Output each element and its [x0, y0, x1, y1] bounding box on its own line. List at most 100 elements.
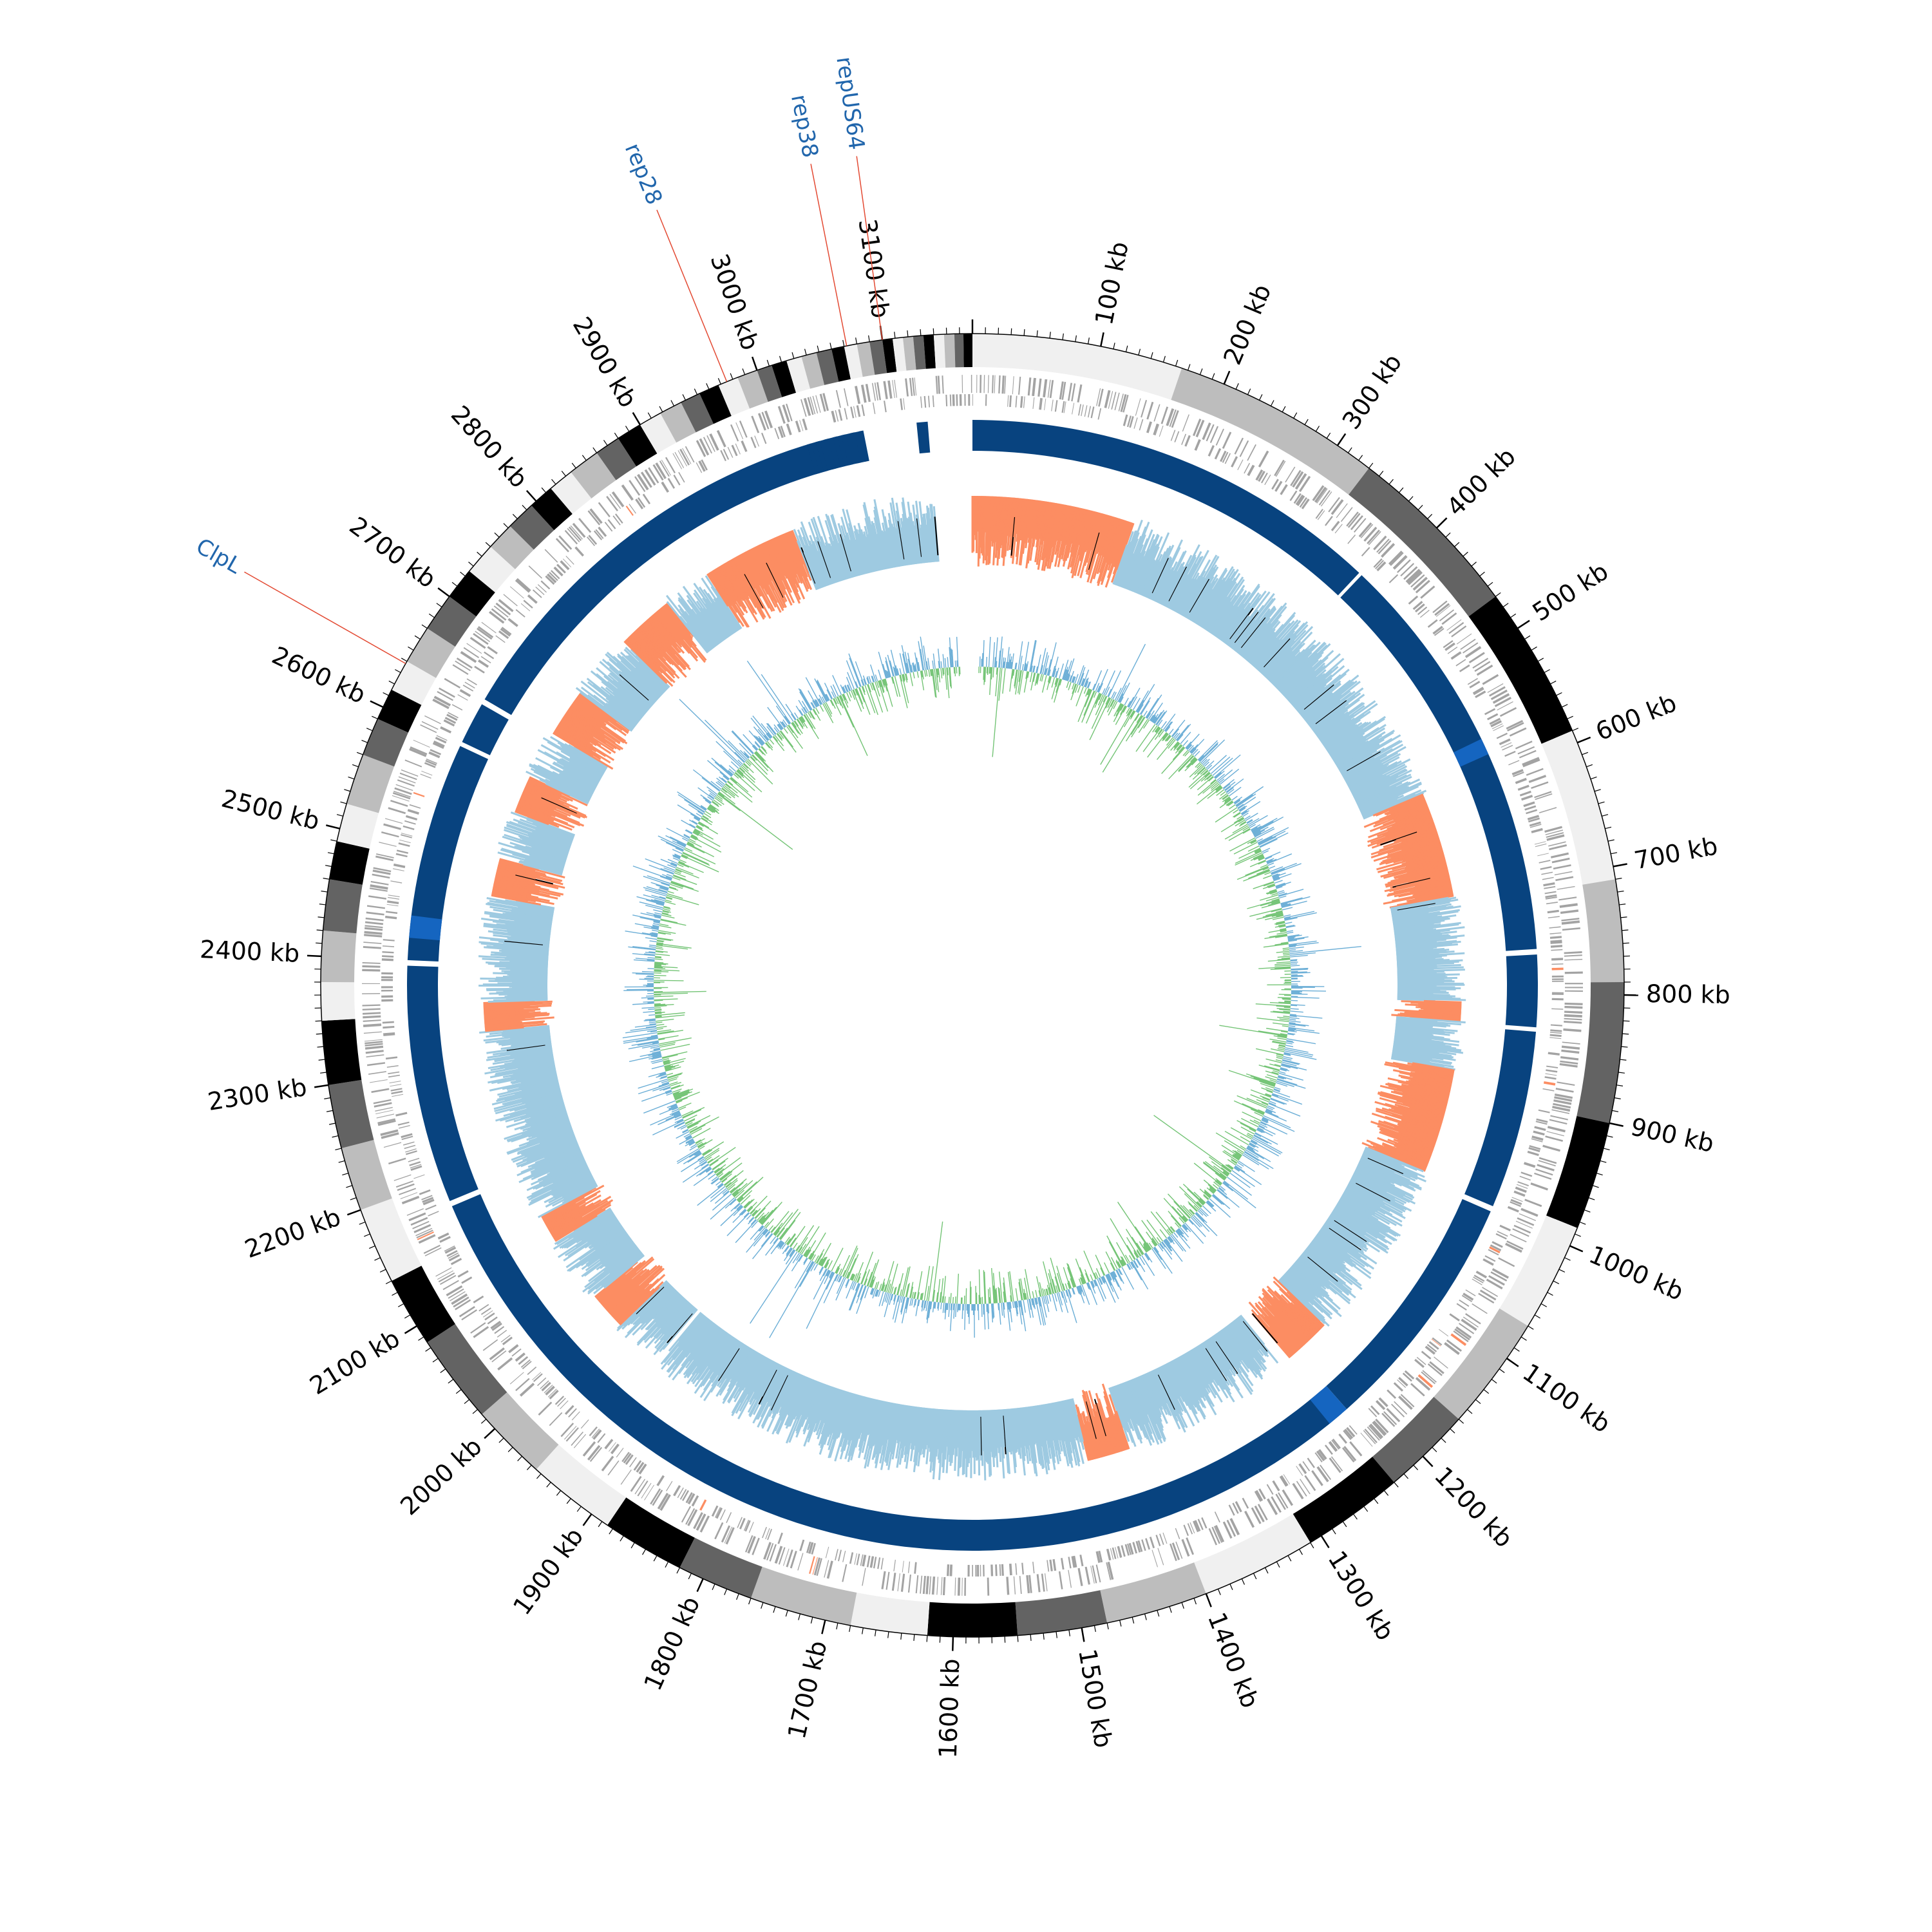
skew-bar-pos	[1289, 1018, 1296, 1021]
coverage-bar-pos	[1294, 1262, 1327, 1290]
coverage-bar-pos	[1352, 769, 1408, 798]
coverage-bar-pos	[522, 1153, 583, 1180]
coverage-bar-neg	[549, 1204, 595, 1233]
coverage-mark	[1307, 1256, 1338, 1282]
gene-feature	[1220, 450, 1227, 462]
gene-feature	[1486, 713, 1499, 721]
coverage-bar-pos	[1303, 1251, 1352, 1291]
coverage-bar-pos	[635, 655, 670, 689]
coverage-bar-neg	[1379, 830, 1437, 852]
gene-feature	[1535, 843, 1547, 848]
coverage-bar-pos	[825, 513, 848, 580]
gene-feature	[1222, 451, 1229, 463]
coverage-bar-pos	[1139, 1375, 1164, 1428]
contig-segment	[1349, 468, 1496, 617]
coverage-bar-pos	[1396, 1017, 1438, 1023]
coverage-bar-neg	[635, 629, 667, 662]
coverage-bar-neg	[483, 1008, 524, 1012]
coverage-bar-neg	[632, 632, 674, 676]
coverage-bar-neg	[1001, 497, 1007, 545]
coverage-bar-pos	[507, 1079, 558, 1093]
skew-bar-neg	[1228, 1070, 1276, 1086]
gene-feature	[1526, 809, 1538, 815]
coverage-bar-pos	[828, 536, 845, 581]
coverage-bar-pos	[605, 697, 639, 724]
gene-feature	[1197, 1519, 1204, 1530]
coverage-bar-neg	[1272, 1296, 1313, 1338]
coverage-bar-pos	[1358, 1161, 1410, 1186]
skew-bar-pos	[1239, 808, 1246, 812]
skew-bar-neg	[1094, 693, 1102, 708]
coverage-bar-pos	[923, 513, 931, 563]
coverage-bar-neg	[1040, 501, 1049, 545]
coverage-bar-neg	[1046, 503, 1061, 569]
coverage-bar-pos	[1267, 643, 1303, 681]
coverage-bar-pos	[1397, 980, 1455, 983]
coverage-bar-pos	[1359, 1159, 1420, 1188]
gene-feature	[1095, 1551, 1101, 1563]
coverage-bar-pos	[504, 958, 549, 963]
skew-bar-pos	[1289, 949, 1296, 951]
coverage-bar-pos	[1245, 627, 1274, 661]
coverage-bar-pos	[1323, 1223, 1359, 1247]
coverage-bar-pos	[537, 749, 600, 784]
coverage-bar-pos	[489, 1064, 555, 1079]
coverage-bar-neg	[484, 1021, 523, 1027]
coverage-bar-pos	[506, 1044, 552, 1053]
skew-bar-neg	[1258, 856, 1264, 860]
coverage-bar-pos	[1131, 549, 1151, 592]
coverage-bar-pos	[1300, 1255, 1350, 1296]
gene-feature	[682, 1490, 689, 1501]
gene-feature	[495, 635, 506, 643]
gene-feature	[435, 1267, 452, 1277]
skew-bar-pos	[1128, 687, 1141, 708]
minor-tick	[1600, 1160, 1607, 1163]
skew-bar-pos	[1289, 1020, 1301, 1023]
minor-tick	[1592, 1185, 1599, 1188]
coverage-bar-pos	[1340, 1196, 1373, 1217]
coverage-bar-neg	[1001, 497, 1007, 558]
coverage-bar-pos	[518, 835, 569, 853]
skew-bar-neg	[1259, 1081, 1275, 1087]
coverage-bar-neg	[1393, 1139, 1433, 1155]
coverage-bar-neg	[1401, 829, 1437, 844]
contig-segment	[346, 754, 395, 813]
coverage-bar-neg	[783, 533, 804, 577]
gene-feature	[1095, 1564, 1101, 1583]
mapped-block	[407, 965, 478, 1201]
coverage-bar-pos	[1397, 994, 1455, 998]
minor-tick	[1606, 1135, 1613, 1138]
gene-feature	[491, 608, 507, 621]
minor-tick	[1075, 335, 1077, 342]
skew-bar-pos	[1236, 793, 1256, 808]
minor-tick	[366, 728, 373, 732]
contig-segment	[954, 334, 964, 368]
gene-feature	[424, 1247, 442, 1256]
skew-bar-pos	[1063, 667, 1068, 681]
gene-feature	[362, 1012, 381, 1015]
gene-feature	[1314, 486, 1327, 503]
coverage-bar-pos	[1396, 1020, 1451, 1027]
gene-feature	[489, 1347, 505, 1361]
coverage-bar-pos	[1280, 651, 1324, 694]
coverage-bar-neg	[521, 794, 571, 817]
coverage-bar-pos	[803, 1384, 828, 1447]
gene-feature	[457, 1270, 469, 1278]
skew-bar-neg	[1229, 837, 1256, 852]
coverage-bar-neg	[765, 540, 790, 591]
skew-bar-pos	[1278, 1075, 1287, 1079]
gene-feature	[876, 382, 882, 401]
coverage-bar-pos	[744, 1354, 764, 1388]
coverage-bar-neg	[1373, 804, 1428, 828]
gene-feature	[661, 459, 671, 476]
minor-tick	[625, 426, 630, 432]
skew-bar-neg	[1142, 727, 1161, 752]
coverage-bar-pos	[1004, 1408, 1010, 1452]
coverage-bar-pos	[1054, 1402, 1066, 1457]
minor-tick	[330, 839, 337, 842]
skew-bar-pos	[1287, 934, 1302, 938]
skew-bar-neg	[1208, 776, 1214, 782]
coverage-bar-pos	[1129, 1379, 1153, 1435]
coverage-bar-pos	[1216, 1332, 1249, 1378]
gene-feature	[1375, 1418, 1389, 1434]
